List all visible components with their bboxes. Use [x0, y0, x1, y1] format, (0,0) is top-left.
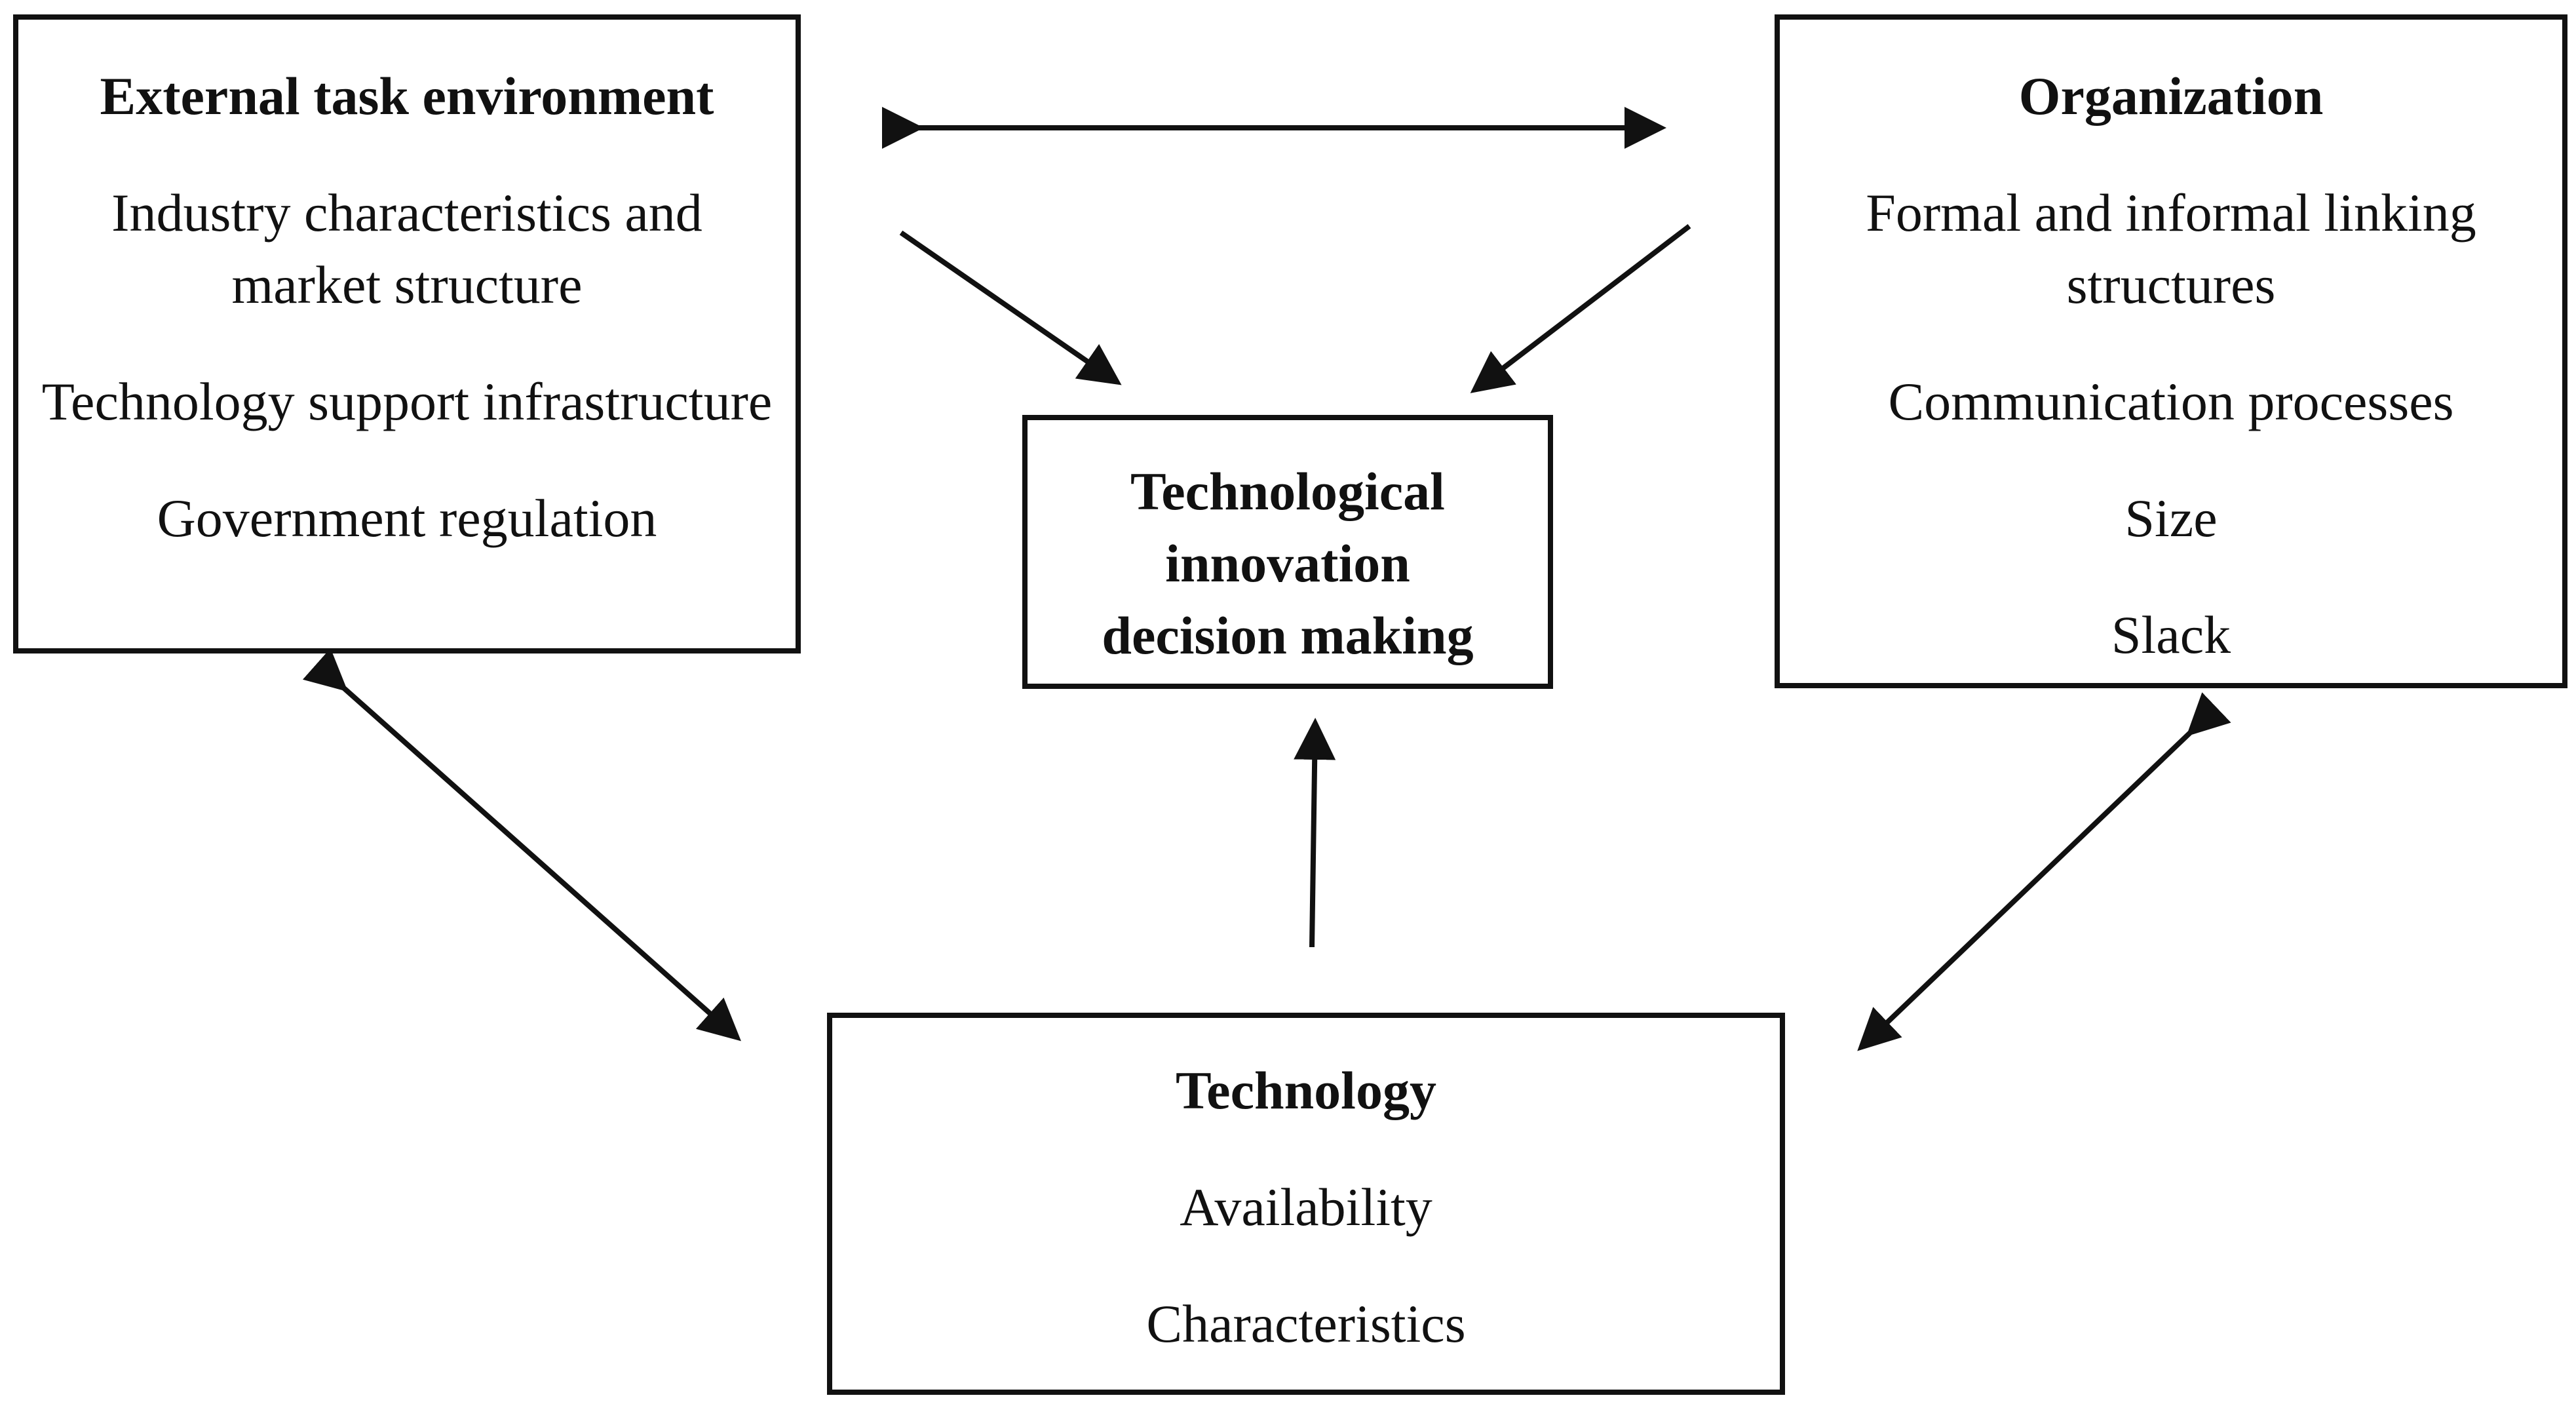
technology-title: Technology [1176, 1061, 1436, 1120]
tech-to-decision-arrow [1294, 718, 1336, 948]
external-task-environment-title: External task environment [100, 66, 714, 126]
technology-box: Technology Availability Characteristics [827, 1013, 1785, 1395]
organization-title: Organization [2018, 66, 2324, 126]
size-item: Size [2124, 488, 2218, 548]
industry-characteristics-item: Industry characteristics and market stru… [111, 183, 702, 315]
org-to-decision-arrow [1470, 224, 1691, 393]
slack-item: Slack [2111, 605, 2231, 665]
technology-support-item: Technology support infrastructure [41, 372, 773, 431]
innovation-title-line-1: Technological [1130, 461, 1445, 521]
innovation-title-line-2: innovation [1165, 534, 1410, 593]
availability-item: Availability [1180, 1177, 1432, 1237]
env-to-decision-arrow [899, 230, 1122, 385]
org-tech-double-arrow [1857, 692, 2231, 1051]
characteristics-item: Characteristics [1146, 1294, 1466, 1354]
env-tech-double-arrow [302, 648, 741, 1042]
organization-box: Organization Formal and informal linking… [1775, 14, 2567, 688]
government-regulation-item: Government regulation [157, 488, 657, 548]
innovation-decision-box: Technological innovation decision making [1022, 415, 1553, 689]
external-task-environment-box: External task environment Industry chara… [13, 14, 801, 653]
linking-structures-item: Formal and informal linking structures [1866, 183, 2476, 315]
communication-processes-item: Communication processes [1888, 372, 2454, 431]
innovation-title-line-3: decision making [1102, 606, 1474, 665]
